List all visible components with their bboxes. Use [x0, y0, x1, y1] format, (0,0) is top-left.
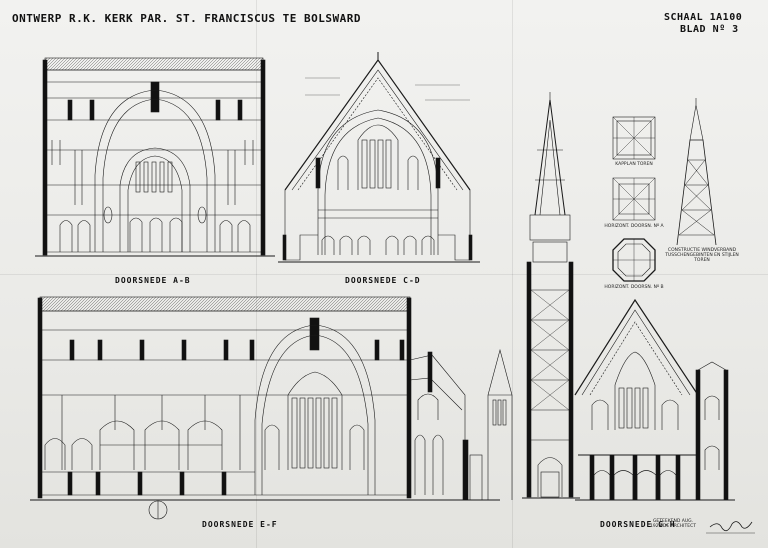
- section-ab-drawing: [35, 57, 275, 257]
- fold-line: [0, 274, 768, 275]
- signature-drawing: [706, 521, 755, 534]
- label-construction: CONSTRUCTIE WINDVERBAND TUSSCHENGEBINTEN…: [665, 248, 739, 263]
- fold-line: [512, 0, 513, 548]
- section-cd-drawing: [278, 52, 480, 263]
- label-plan-a: HORIZONT. DOORSN. Nº A: [604, 224, 664, 229]
- label-section-cd: DOORSNEDE C-D: [345, 276, 421, 285]
- scale-label: SCHAAL 1A100: [664, 12, 743, 23]
- label-kapplan: KAPPLAN TOREN: [615, 162, 653, 167]
- section-ef-drawing: [30, 296, 513, 520]
- signature-note: GETEEKEND AUG. 1928 DE ARCHITECT: [650, 519, 696, 529]
- sheet-number: BLAD Nº 3: [680, 24, 739, 35]
- label-plan-b: HORIZONT. DOORSN. Nº B: [604, 285, 664, 290]
- section-gh-drawing: [574, 298, 735, 501]
- label-section-gh: DOORSNEDE G-H: [600, 520, 676, 529]
- label-section-ef: DOORSNEDE E-F: [202, 520, 278, 529]
- label-section-ab: DOORSNEDE A-B: [115, 276, 191, 285]
- tower-plans-drawing: [612, 98, 717, 282]
- fold-line: [256, 0, 257, 548]
- drawing-title: ONTWERP R.K. KERK PAR. ST. FRANCISCUS TE…: [12, 12, 362, 25]
- tower-drawing: [522, 92, 580, 499]
